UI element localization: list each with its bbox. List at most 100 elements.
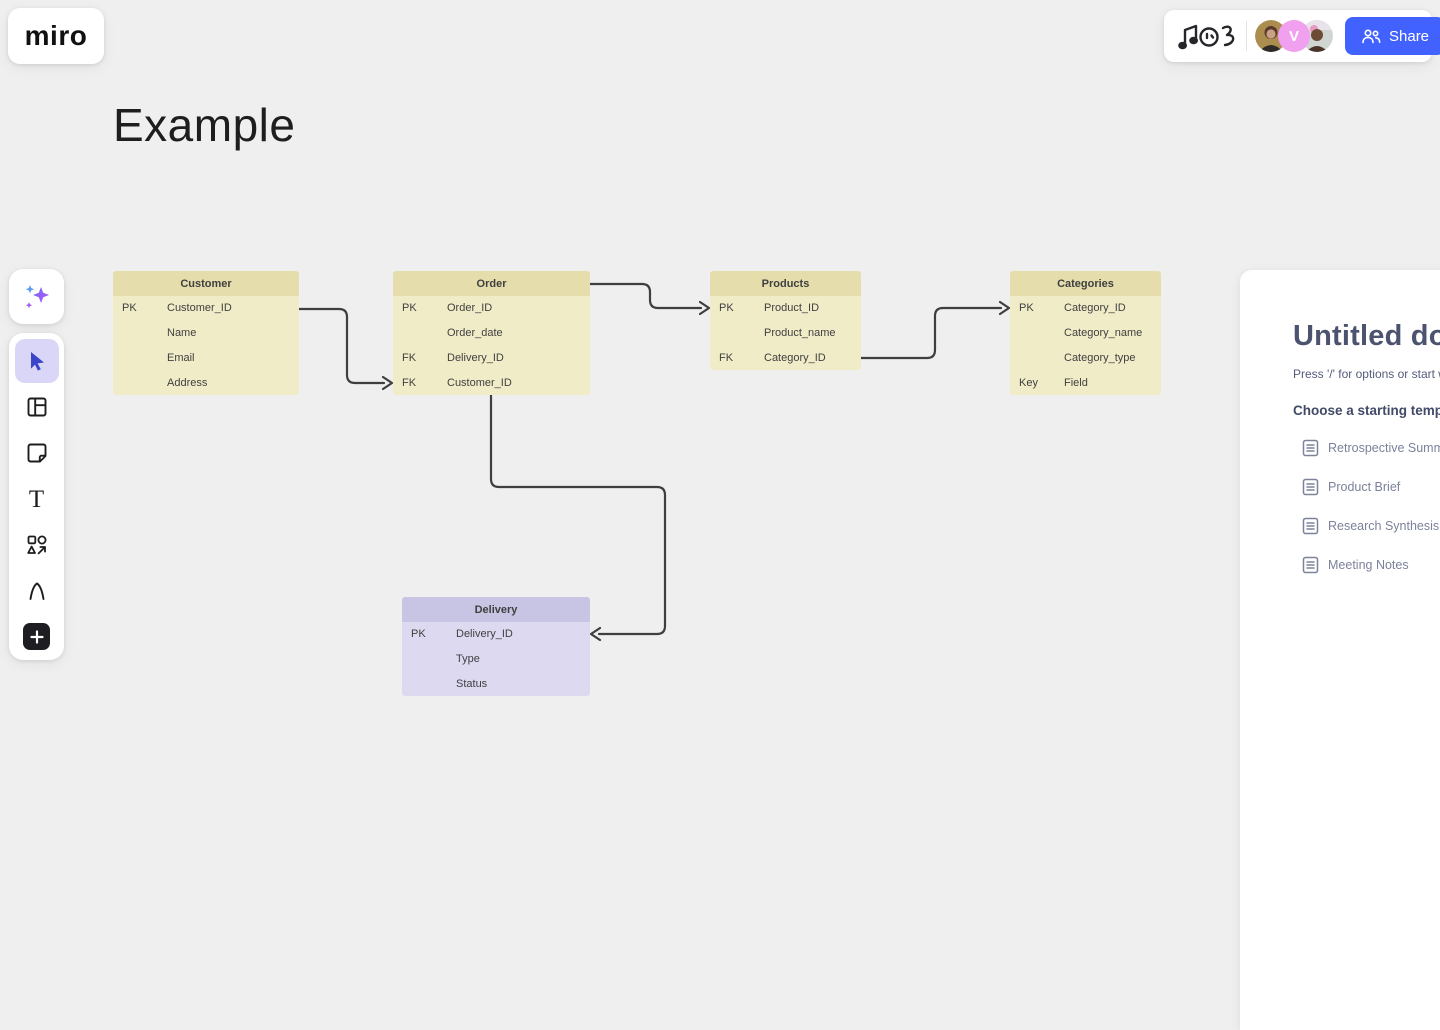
layout-icon	[27, 397, 46, 417]
document-icon	[1302, 478, 1319, 496]
field-label: Customer_ID	[167, 302, 232, 315]
table-row: Status	[402, 672, 590, 697]
collaborator-avatars: V	[1255, 20, 1333, 52]
table-row: Address	[113, 370, 299, 395]
document-icon	[1302, 517, 1319, 535]
doc-title[interactable]: Untitled doc	[1293, 320, 1440, 352]
arrowhead	[698, 300, 711, 316]
text-icon: T	[28, 485, 45, 513]
key-label: PK	[1019, 302, 1034, 315]
key-label: PK	[719, 302, 734, 315]
field-label: Type	[456, 653, 480, 666]
field-label: Status	[456, 677, 488, 690]
key-label: Key	[1019, 376, 1038, 389]
table-row: PK Product_ID	[710, 296, 861, 321]
field-label: Delivery_ID	[456, 628, 513, 641]
template-section-heading: Choose a starting templa	[1293, 403, 1440, 418]
doc-panel: Untitled doc Press '/' for options or st…	[1240, 270, 1440, 1030]
doc-hint: Press '/' for options or start w	[1293, 367, 1440, 381]
divider	[1246, 21, 1247, 51]
frame-title[interactable]: Example	[113, 99, 296, 151]
music-doodle-icon[interactable]	[1176, 16, 1238, 56]
plus-icon	[29, 629, 44, 644]
table-title: Customer	[113, 271, 299, 296]
templates-tool[interactable]	[15, 385, 59, 429]
shapes-icon	[26, 535, 46, 555]
field-label: Address	[167, 376, 208, 389]
key-label: FK	[402, 376, 417, 389]
add-tool-button[interactable]	[23, 623, 50, 650]
select-tool[interactable]	[14, 339, 59, 383]
table-row: Order_date	[393, 321, 590, 346]
sparkles-icon	[25, 284, 49, 308]
table-row: Type	[402, 647, 590, 672]
field-label: Product_ID	[764, 302, 820, 315]
avatar-photo-2[interactable]	[1301, 20, 1333, 52]
text-tool[interactable]: T	[15, 477, 59, 521]
arrowhead	[381, 375, 394, 391]
cursor-icon	[30, 352, 44, 371]
connector[interactable]	[859, 306, 1003, 360]
pen-tool[interactable]	[15, 569, 59, 613]
template-list: Retrospective SummarProduct BriefResearc…	[1293, 439, 1440, 574]
table-title: Products	[710, 271, 861, 296]
template-label: Product Brief	[1328, 480, 1401, 494]
field-label: Product_name	[764, 327, 836, 340]
field-label: Category_name	[1064, 327, 1143, 340]
connector[interactable]	[297, 307, 386, 385]
template-item[interactable]: Meeting Notes	[1293, 556, 1440, 574]
table-row: Key Field	[1010, 370, 1161, 395]
field-label: Field	[1064, 376, 1088, 389]
template-label: Research Synthesis	[1328, 519, 1440, 533]
top-right-bar: V Share	[1164, 10, 1440, 62]
pen-icon	[29, 582, 44, 600]
template-item[interactable]: Retrospective Summar	[1293, 439, 1440, 457]
field-label: Category_ID	[1064, 302, 1126, 315]
field-label: Name	[167, 327, 197, 340]
connector[interactable]	[489, 393, 667, 636]
key-label: PK	[122, 302, 137, 315]
field-label: Order_ID	[447, 302, 493, 315]
share-button[interactable]: Share	[1345, 17, 1440, 55]
connector-layer	[297, 282, 1011, 642]
table-title: Delivery	[402, 597, 590, 622]
table-row: FK Delivery_ID	[393, 346, 590, 371]
connector[interactable]	[588, 282, 703, 310]
sticky-note-tool[interactable]	[15, 431, 59, 475]
field-label: Category_type	[1064, 351, 1136, 364]
table-row: PK Order_ID	[393, 296, 590, 321]
key-label: PK	[411, 628, 426, 641]
table-row: Email	[113, 346, 299, 371]
key-label: FK	[402, 351, 417, 364]
key-label: PK	[402, 302, 417, 315]
table-row: Name	[113, 321, 299, 346]
arrowhead	[589, 626, 602, 642]
table-row: Category_name	[1010, 321, 1161, 346]
field-label: Delivery_ID	[447, 351, 504, 364]
share-label: Share	[1389, 27, 1430, 45]
field-label: Category_ID	[764, 351, 826, 364]
field-label: Customer_ID	[447, 376, 512, 389]
template-label: Retrospective Summar	[1328, 441, 1440, 455]
field-label: Email	[167, 351, 195, 364]
ai-assist-button[interactable]	[9, 269, 64, 324]
shapes-tool[interactable]	[15, 523, 59, 567]
avatar-initial[interactable]: V	[1278, 20, 1310, 52]
template-item[interactable]: Product Brief	[1293, 478, 1440, 496]
table-row: Product_name	[710, 321, 861, 346]
table-title: Order	[393, 271, 590, 296]
arrowhead	[998, 300, 1011, 316]
miro-logo-card[interactable]: miro	[8, 8, 104, 64]
people-icon	[1362, 29, 1381, 44]
table-title: Categories	[1010, 271, 1161, 296]
table-row: PK Customer_ID	[113, 296, 299, 321]
miro-logo: miro	[24, 20, 88, 51]
sticky-note-icon	[27, 443, 46, 463]
template-item[interactable]: Research Synthesis	[1293, 517, 1440, 535]
